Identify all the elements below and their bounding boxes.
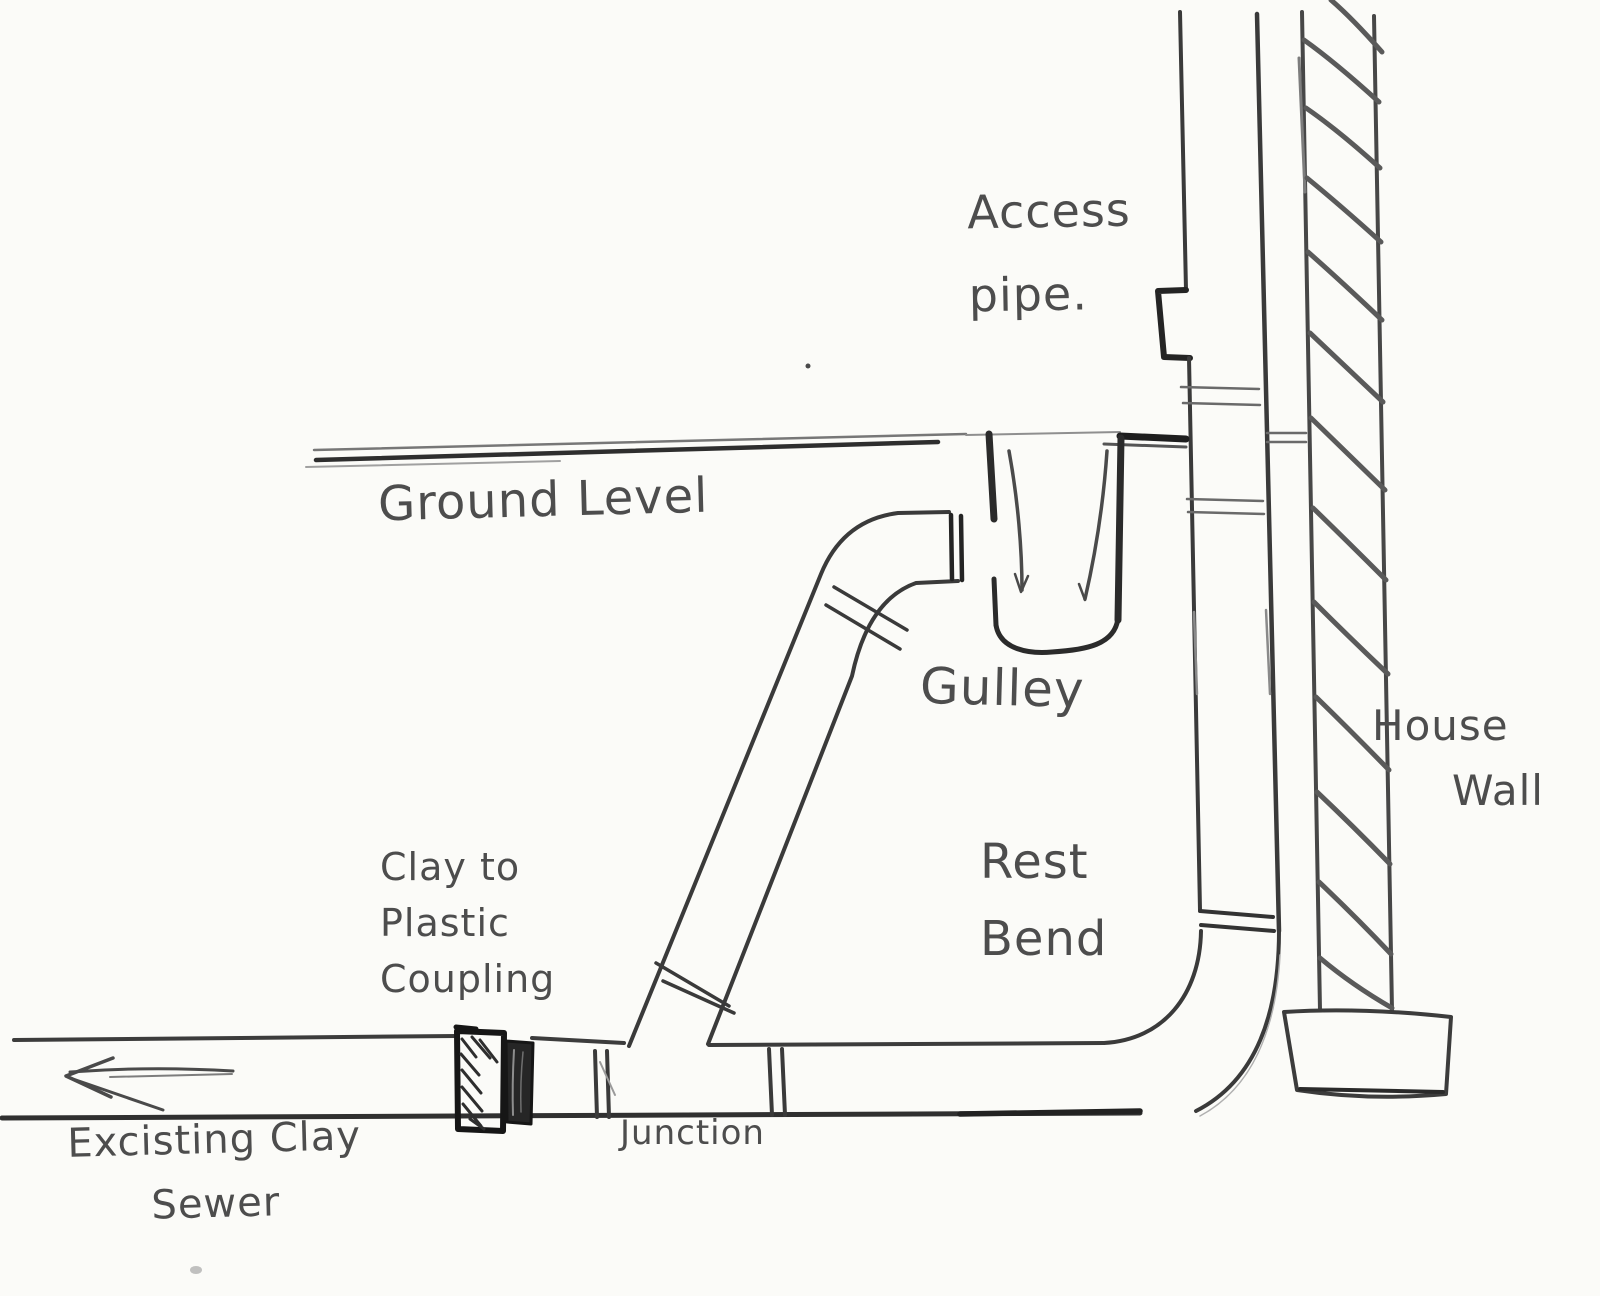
gulley-inner-right-tip bbox=[1077, 582, 1087, 602]
label-clay-coupling: Clay to Plastic Coupling bbox=[380, 845, 556, 1001]
coupling-band-streak2 bbox=[520, 1051, 524, 1113]
access-soil-pipe bbox=[1155, 10, 1282, 934]
gulley-inner-left-tip bbox=[1013, 572, 1030, 594]
sewer-top-line-right bbox=[707, 1041, 1106, 1047]
horizontal-sewer-pipe bbox=[0, 1034, 1143, 1121]
sewer-top-line-mid bbox=[530, 1036, 626, 1045]
sewer-bottom-overdraw bbox=[957, 1108, 1143, 1117]
smudge bbox=[190, 1266, 202, 1274]
clay-plastic-coupling bbox=[453, 1024, 535, 1134]
slope-upper-line bbox=[627, 510, 951, 1048]
label-junction: Junction bbox=[620, 1113, 765, 1153]
gulley-right-wall bbox=[1114, 434, 1125, 624]
sloping-branch-pipe bbox=[627, 510, 965, 1048]
coupling-dark-band bbox=[504, 1039, 535, 1126]
wall-right-line bbox=[1372, 14, 1394, 1012]
slope-lower-joint bbox=[654, 961, 736, 1015]
gulley-u-bottom bbox=[993, 615, 1121, 655]
label-gulley: Gulley bbox=[919, 656, 1086, 720]
arrow-tail-echo bbox=[109, 1073, 233, 1078]
wall-footing-bottom-overdraw bbox=[1298, 1087, 1445, 1094]
arrow-extra-stroke bbox=[68, 1076, 165, 1112]
gulley-inlet-socket bbox=[948, 512, 965, 583]
label-access-pipe: Access pipe. bbox=[966, 182, 1132, 323]
ground-level-line bbox=[305, 431, 1308, 468]
junction-left-joint bbox=[593, 1049, 611, 1119]
rest-bend-curve bbox=[1102, 929, 1281, 1117]
gulley-inner-left bbox=[1007, 449, 1024, 592]
gulley-inner-right bbox=[1083, 449, 1109, 601]
pencil-fleck bbox=[805, 363, 811, 369]
rest-bend-outer bbox=[1102, 929, 1203, 1045]
coupling-top-nub bbox=[453, 1024, 479, 1032]
gulley-trap bbox=[985, 430, 1125, 655]
arrow-tail bbox=[68, 1067, 235, 1074]
pipe-joint-marks bbox=[1179, 385, 1266, 516]
label-house-wall-line1: House bbox=[1372, 701, 1509, 750]
coupling-outline bbox=[454, 1028, 507, 1134]
pipe-right-line bbox=[1254, 11, 1282, 934]
pipe-sleeve-overdraw bbox=[1192, 608, 1272, 696]
slope-upper-joint bbox=[824, 585, 909, 651]
sewer-bottom-line bbox=[0, 1110, 1143, 1121]
junction-right-joint bbox=[767, 1047, 787, 1117]
flow-arrow bbox=[64, 1056, 235, 1112]
wall-hatching bbox=[1301, 0, 1395, 1011]
label-rest-bend: Rest Bend bbox=[980, 834, 1108, 967]
coupling-hatch bbox=[459, 1035, 499, 1131]
gulley-left-wall-lower bbox=[991, 576, 999, 628]
arrow-head bbox=[64, 1056, 115, 1099]
rest-bend-pencil-echo bbox=[1199, 954, 1281, 1117]
paper-marks bbox=[190, 363, 811, 1274]
label-ground-level: Ground Level bbox=[377, 467, 710, 533]
wall-left-line-overdraw bbox=[1297, 56, 1307, 194]
joint-scratch bbox=[599, 1061, 616, 1096]
rest-bend-inner bbox=[1194, 929, 1281, 1113]
bend-joint-marks bbox=[1198, 909, 1276, 933]
gulley-left-wall-upper bbox=[985, 430, 998, 523]
slope-lower-line bbox=[706, 579, 960, 1046]
access-socket bbox=[1155, 287, 1193, 361]
coupling-band-streak1 bbox=[511, 1049, 515, 1116]
sewer-top-line-left bbox=[12, 1034, 459, 1042]
label-existing-sewer: Excisting Clay Sewer bbox=[66, 1113, 362, 1229]
wall-footing bbox=[1282, 1008, 1453, 1099]
house-wall bbox=[1282, 0, 1453, 1099]
label-house-wall-line2: Wall bbox=[1452, 766, 1544, 815]
pipe-left-line-upper bbox=[1178, 10, 1188, 292]
